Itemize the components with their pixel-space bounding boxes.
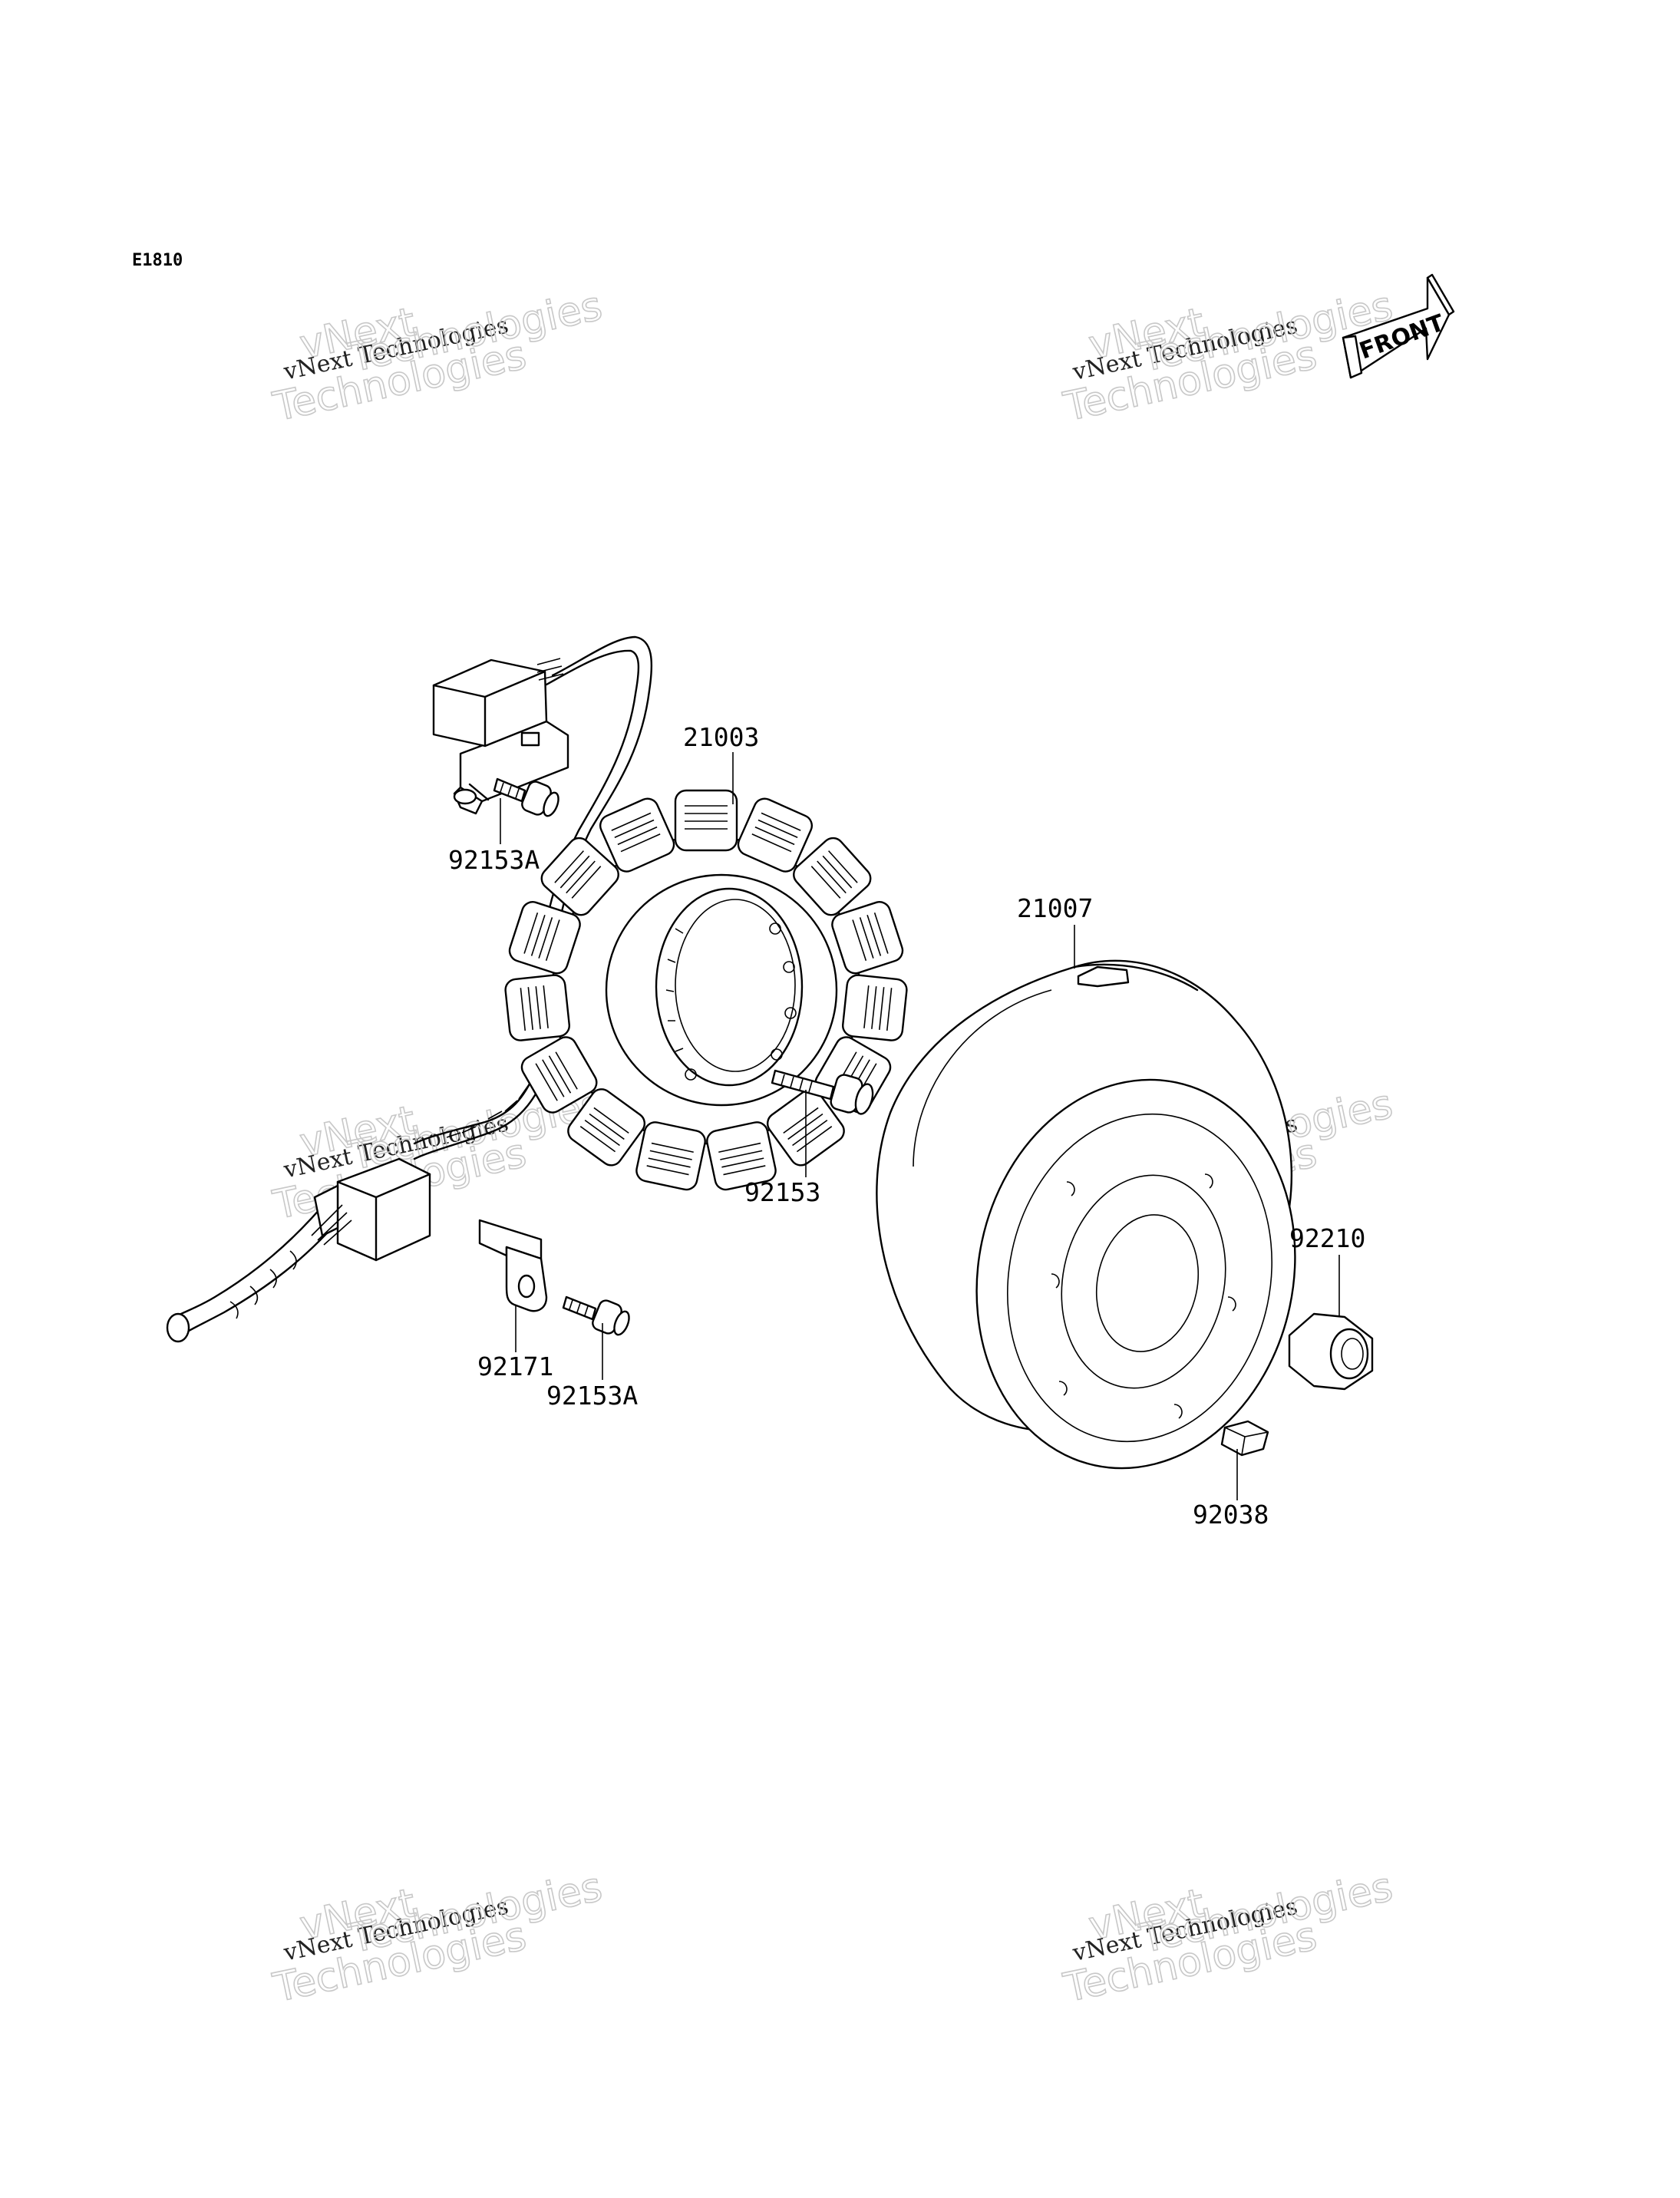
- label-92171: 92171: [477, 1351, 553, 1381]
- clamp-92171: [478, 1219, 548, 1312]
- bottom-connector: [311, 1157, 431, 1262]
- label-92153: 92153: [744, 1177, 820, 1207]
- stator: [504, 789, 908, 1191]
- label-21003: 21003: [683, 722, 759, 752]
- label-92038: 92038: [1193, 1500, 1269, 1530]
- watermark-bottom-left: vNext vNext Technologies Technologies Te…: [269, 1863, 607, 2012]
- label-21007: 21007: [1017, 893, 1093, 923]
- bolt-92153a-bottom: [562, 1295, 630, 1336]
- bolt-92153: [771, 1069, 874, 1115]
- label-92210: 92210: [1289, 1223, 1365, 1253]
- watermark-top-left: vNext vNext Technologies Technologies Te…: [269, 282, 607, 431]
- nut-92210: [1288, 1312, 1374, 1391]
- key-92038: [1220, 1420, 1269, 1457]
- label-92153a-bottom: 92153A: [546, 1381, 638, 1411]
- top-connector: [432, 658, 569, 815]
- leader-lines: [500, 752, 1340, 1500]
- label-92153a-top: 92153A: [448, 845, 540, 875]
- diagram-code: E1810: [132, 251, 183, 270]
- watermark-bottom-right: vNext vNext Technologies Technologies Te…: [1059, 1863, 1398, 2012]
- rotor: [876, 959, 1296, 1470]
- bolt-92153a-top: [493, 777, 559, 817]
